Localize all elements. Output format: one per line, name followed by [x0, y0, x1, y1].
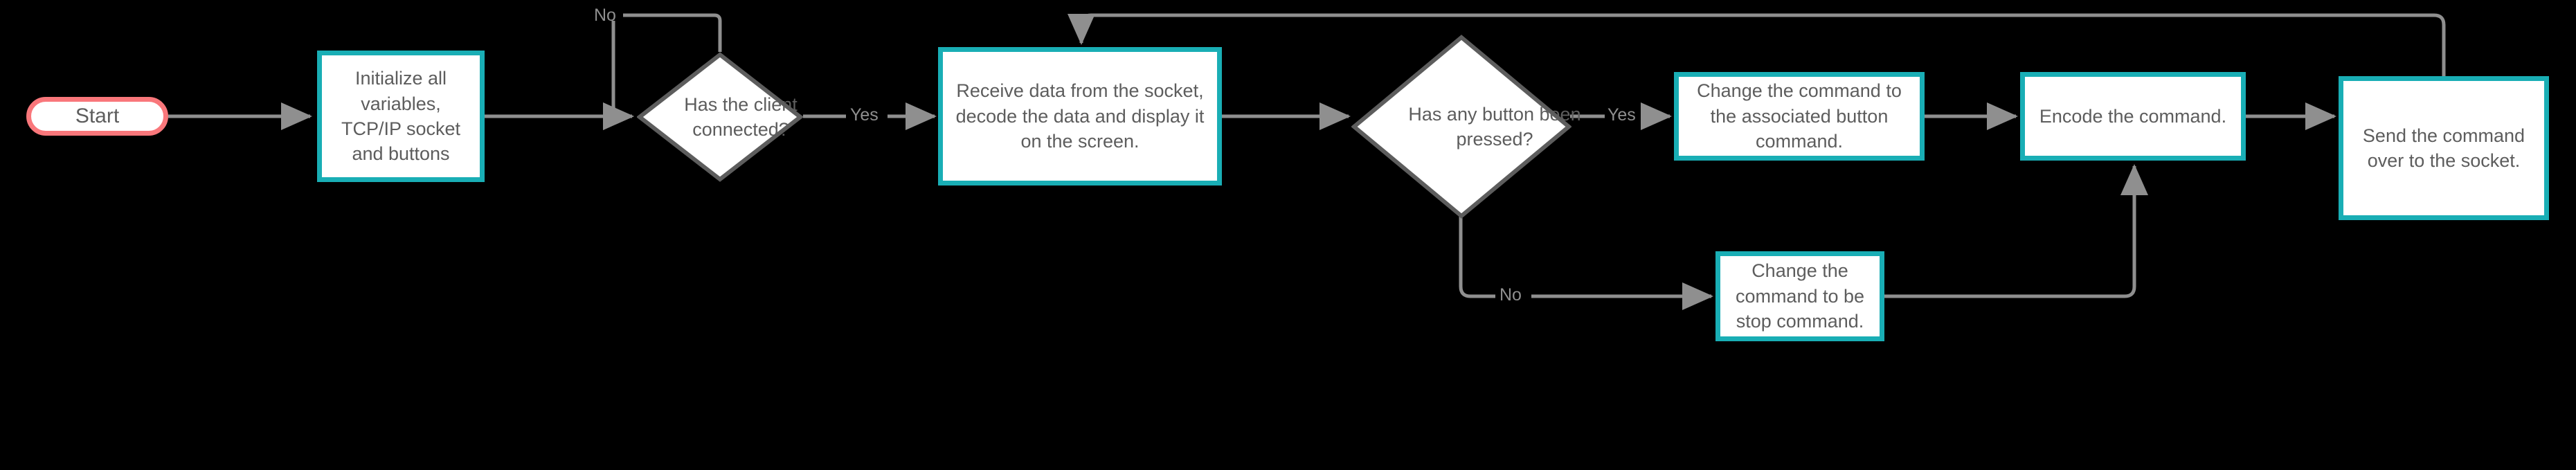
edge-button-check-no [1459, 216, 1495, 298]
node-encode-label: Encode the command. [2039, 105, 2227, 127]
node-start[interactable]: Start [26, 97, 168, 136]
edge-client-check-no-loop [623, 13, 722, 52]
edge-send-to-receive-loop [1068, 13, 2446, 78]
node-send-label: Send the command over to the socket. [2362, 125, 2525, 171]
edge-label-client-no: No [594, 6, 616, 25]
node-change-assoc-label: Change the command to the associated but… [1697, 80, 1902, 152]
edge-label-button-no: No [1499, 285, 1522, 305]
edge-label-button-yes: Yes [1607, 105, 1636, 125]
node-receive-label: Receive data from the socket, decode the… [955, 80, 1205, 152]
node-button-check[interactable]: Has any button been pressed? [1351, 35, 1581, 219]
node-change-stop[interactable]: Change the command to be stop command. [1715, 251, 1884, 341]
node-change-assoc[interactable]: Change the command to the associated but… [1674, 72, 1925, 161]
node-encode[interactable]: Encode the command. [2020, 72, 2246, 161]
edge-label-client-yes: Yes [850, 105, 879, 125]
node-change-stop-label: Change the command to be stop command. [1735, 260, 1865, 332]
node-initialize[interactable]: Initialize all variables, TCP/IP socket … [317, 51, 485, 182]
node-send[interactable]: Send the command over to the socket. [2339, 76, 2549, 220]
button-check-diamond-shape [1351, 35, 1571, 219]
node-initialize-label: Initialize all variables, TCP/IP socket … [341, 68, 461, 165]
client-check-diamond-shape [637, 52, 803, 182]
edge-client-check-no-return [603, 21, 635, 130]
edge-change-stop-to-encode [1883, 163, 2148, 298]
node-receive[interactable]: Receive data from the socket, decode the… [938, 47, 1222, 186]
node-client-check[interactable]: Has the client connected? [637, 52, 803, 182]
node-start-label: Start [75, 105, 120, 127]
